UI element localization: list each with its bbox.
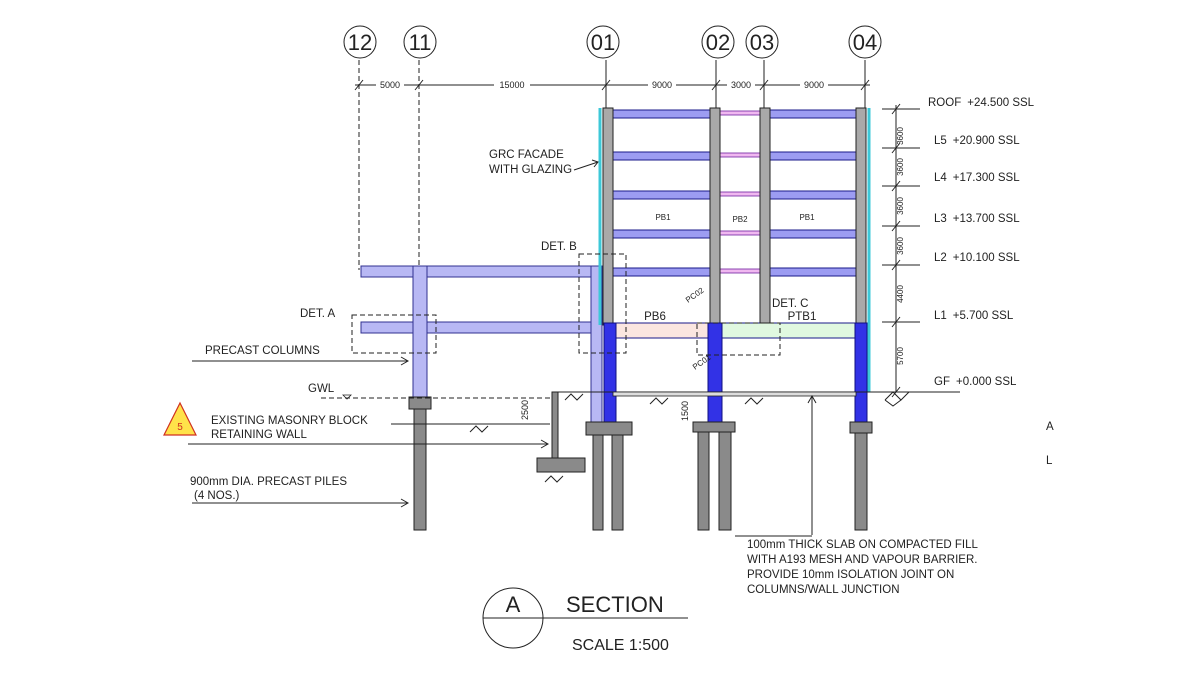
svg-text:5: 5: [177, 422, 183, 433]
svg-text:3000: 3000: [731, 80, 751, 90]
svg-text:A: A: [506, 592, 521, 617]
detail-b-box[interactable]: [578, 253, 627, 354]
svg-text:GWL: GWL: [308, 383, 335, 395]
floor-beam: [612, 109, 711, 119]
svg-text:L1+5.700 SSL: L1+5.700 SSL: [934, 310, 1014, 322]
svg-text:3600: 3600: [896, 237, 905, 255]
grid-lines: [358, 60, 866, 270]
floor-beam: [769, 190, 857, 200]
link-beam: [719, 152, 761, 158]
svg-text:DET. C: DET. C: [772, 298, 808, 310]
grid-bubbles: 12 11 01 02 03 04: [343, 25, 882, 59]
svg-text:4400: 4400: [896, 285, 905, 303]
level-tick: [882, 142, 920, 154]
ground-slab: [553, 391, 960, 407]
foundations: [469, 391, 873, 531]
svg-text:WITH A193 MESH AND VAPOUR BARR: WITH A193 MESH AND VAPOUR BARRIER.: [747, 554, 977, 566]
svg-text:PB1: PB1: [655, 213, 671, 222]
svg-text:3600: 3600: [896, 127, 905, 145]
floor-beams: [612, 109, 857, 339]
level-dimensions: 3600 3600 3600 3600 4400 5700: [882, 103, 920, 398]
floor-beam: [769, 229, 857, 239]
svg-text:WITH GLAZING: WITH GLAZING: [489, 164, 572, 176]
level-tick: [882, 259, 920, 271]
floor-beam: [612, 229, 711, 239]
svg-text:3600: 3600: [896, 197, 905, 215]
svg-text:2500: 2500: [520, 400, 530, 420]
annotations: GRC FACADE WITH GLAZING DET. B DET. A DE…: [163, 149, 1054, 596]
grid-bubble-03: 03: [745, 25, 779, 59]
svg-text:PRECAST COLUMNS: PRECAST COLUMNS: [205, 345, 320, 357]
level-tick: [882, 103, 920, 115]
svg-text:L: L: [1046, 455, 1053, 467]
level-tick: [882, 386, 920, 398]
link-beam: [719, 110, 761, 116]
svg-text:02: 02: [706, 30, 730, 55]
svg-text:1500: 1500: [680, 401, 690, 421]
svg-text:9000: 9000: [804, 80, 824, 90]
svg-text:3600: 3600: [896, 158, 905, 176]
svg-text:SCALE 1:500: SCALE 1:500: [572, 637, 669, 654]
svg-text:PB2: PB2: [732, 215, 748, 224]
svg-text:COLUMNS/WALL JUNCTION: COLUMNS/WALL JUNCTION: [747, 584, 900, 596]
svg-text:15000: 15000: [499, 80, 524, 90]
grid-bubble-12: 12: [343, 25, 377, 59]
svg-text:RETAINING WALL: RETAINING WALL: [211, 429, 307, 441]
detail-a-box[interactable]: [351, 314, 437, 354]
level-tick: [882, 180, 920, 192]
svg-text:L2+10.100 SSL: L2+10.100 SSL: [934, 252, 1020, 264]
grid-bubble-01: 01: [586, 25, 620, 59]
link-beam: [719, 268, 761, 274]
detail-c-box[interactable]: [696, 322, 781, 356]
svg-text:PC02: PC02: [684, 285, 706, 304]
svg-text:L4+17.300 SSL: L4+17.300 SSL: [934, 172, 1020, 184]
svg-text:DET. A: DET. A: [300, 308, 335, 320]
grid-bubble-11: 11: [403, 25, 437, 59]
level-labels: ROOF+24.500 SSL L5+20.900 SSL L4+17.300 …: [928, 97, 1035, 388]
svg-text:ROOF+24.500 SSL: ROOF+24.500 SSL: [928, 97, 1035, 109]
svg-text:DET. B: DET. B: [541, 241, 577, 253]
svg-text:L5+20.900 SSL: L5+20.900 SSL: [934, 135, 1020, 147]
section-title: A SECTION SCALE 1:500: [482, 587, 688, 654]
svg-text:PB6: PB6: [644, 311, 666, 323]
floor-beam: [612, 267, 711, 277]
span-dimensions: 5000 15000 9000 3000 9000: [354, 79, 870, 91]
svg-text:01: 01: [591, 30, 615, 55]
svg-text:SECTION: SECTION: [566, 592, 664, 617]
link-beam: [719, 191, 761, 197]
grid-bubble-04: 04: [848, 25, 882, 59]
svg-text:5700: 5700: [896, 347, 905, 365]
level-tick: [882, 220, 920, 232]
floor-beam: [769, 267, 857, 277]
retaining-wall: [551, 391, 559, 461]
svg-text:PROVIDE 10mm ISOLATION JOINT O: PROVIDE 10mm ISOLATION JOINT ON: [747, 569, 954, 581]
svg-text:PB1: PB1: [799, 213, 815, 222]
level-tick: [882, 316, 920, 328]
svg-text:GF+0.000 SSL: GF+0.000 SSL: [934, 376, 1017, 388]
svg-text:12: 12: [348, 30, 372, 55]
svg-text:03: 03: [750, 30, 774, 55]
svg-text:EXISTING MASONRY BLOCK: EXISTING MASONRY BLOCK: [211, 415, 368, 427]
floor-beam: [612, 151, 711, 161]
columns: [602, 107, 868, 424]
svg-text:L3+13.700 SSL: L3+13.700 SSL: [934, 213, 1020, 225]
svg-text:9000: 9000: [652, 80, 672, 90]
svg-text:PTB1: PTB1: [788, 311, 817, 323]
svg-text:04: 04: [853, 30, 877, 55]
grid-bubble-02: 02: [701, 25, 735, 59]
svg-text:11: 11: [409, 30, 432, 55]
svg-text:GRC FACADE: GRC FACADE: [489, 149, 564, 161]
svg-text:(4 NOS.): (4 NOS.): [194, 490, 240, 502]
svg-text:100mm THICK SLAB ON COMPACTED: 100mm THICK SLAB ON COMPACTED FILL: [747, 539, 979, 551]
link-beam: [719, 230, 761, 236]
svg-text:A: A: [1046, 421, 1054, 433]
svg-text:900mm DIA. PRECAST PILES: 900mm DIA. PRECAST PILES: [190, 476, 347, 488]
floor-beam: [769, 151, 857, 161]
svg-text:5000: 5000: [380, 80, 400, 90]
floor-beam: [612, 190, 711, 200]
revision-triangle-icon: 5: [163, 401, 197, 436]
floor-beam: [769, 109, 857, 119]
